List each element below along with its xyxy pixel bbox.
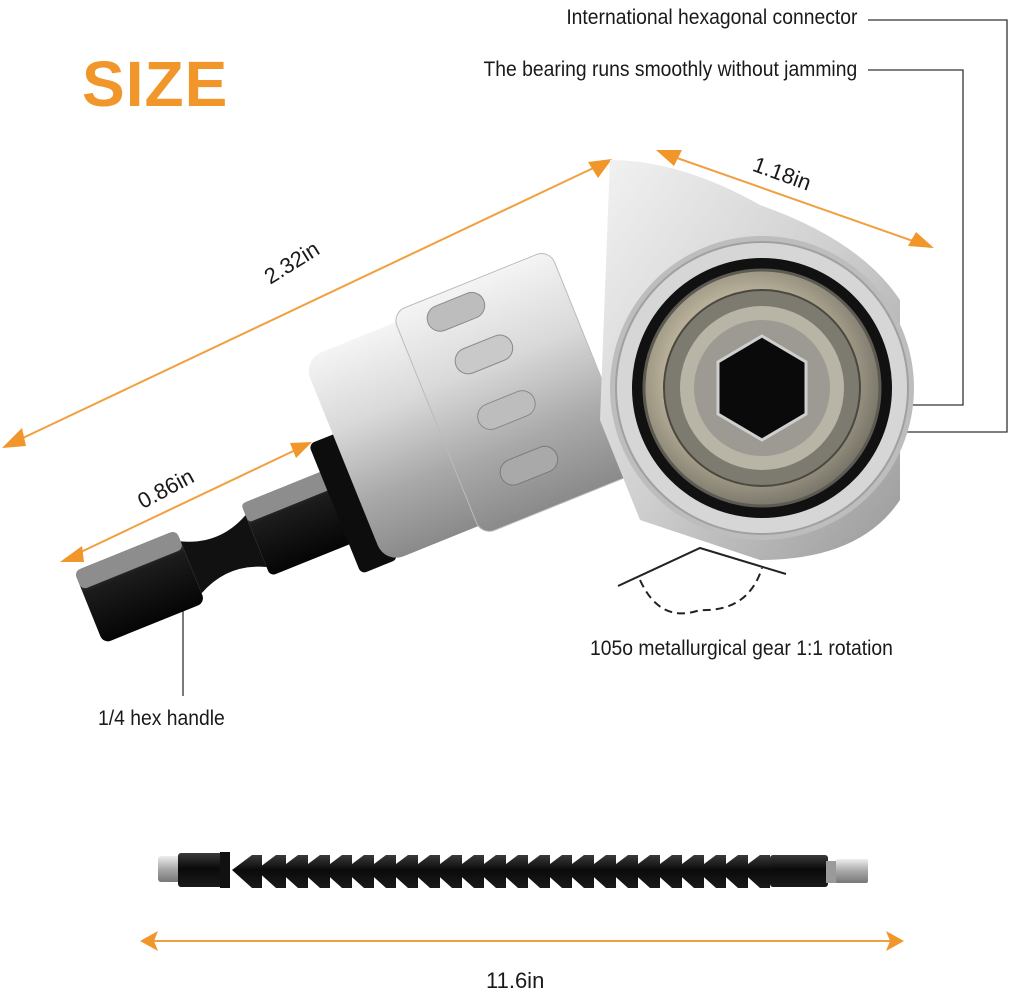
dimension-flex-shaft-length: 11.6in (486, 968, 545, 993)
angle-adapter (75, 160, 914, 642)
callout-bearing: The bearing runs smoothly without jammin… (483, 58, 857, 81)
callout-hex-connector: International hexagonal connector (565, 6, 857, 29)
dimension-arrows (2, 150, 934, 951)
callout-hex-handle: 1/4 hex handle (98, 707, 225, 730)
angle-arc-icon (617, 546, 787, 615)
hex-shank (75, 431, 397, 642)
page-title: SIZE (82, 48, 229, 120)
flexible-shaft (158, 852, 868, 888)
callout-gear: 105o metallurgical gear 1:1 rotation (590, 637, 893, 660)
hex-socket-icon (716, 334, 808, 442)
